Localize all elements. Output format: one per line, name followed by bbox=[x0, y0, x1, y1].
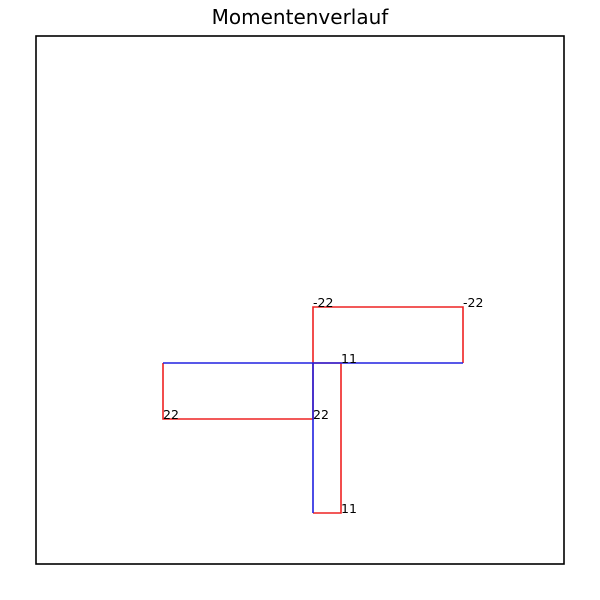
moment-label-left-beam-start: 22 bbox=[313, 407, 329, 422]
chart-title: Momentenverlauf bbox=[212, 5, 390, 29]
moment-label-column-bottom: 11 bbox=[341, 501, 357, 516]
moment-label-right-beam-start: -22 bbox=[313, 295, 333, 310]
moment-labels-group: -22 -22 11 22 22 11 bbox=[163, 295, 483, 516]
plot-frame bbox=[35, 35, 565, 565]
moment-label-right-beam-end: -22 bbox=[463, 295, 483, 310]
structure-members-group bbox=[163, 362, 463, 513]
moment-label-column-top: 11 bbox=[341, 351, 357, 366]
moment-label-left-beam-end: 22 bbox=[163, 407, 179, 422]
moment-region-right-beam bbox=[312, 306, 464, 363]
